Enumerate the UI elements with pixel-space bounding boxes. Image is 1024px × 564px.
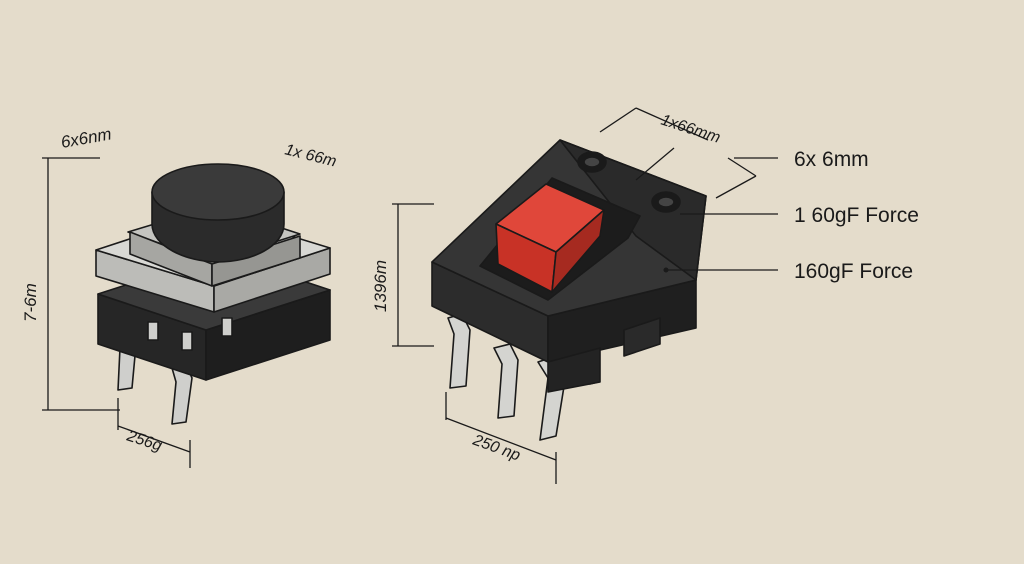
callout-force-1: 1 60gF Force xyxy=(794,204,919,227)
left-label-top-left: 6x6nm xyxy=(59,124,113,152)
right-dimension-lines xyxy=(392,107,757,484)
right-label-pitch: 250 np xyxy=(470,431,523,464)
callout-dot xyxy=(663,267,669,273)
callout-leaders xyxy=(635,147,778,271)
left-label-height: 7-6m xyxy=(21,283,40,322)
tactile-switch xyxy=(95,163,331,425)
callout-size: 6x 6mm xyxy=(794,148,869,171)
rocker-switch xyxy=(431,139,707,441)
left-switch-cap xyxy=(151,163,285,263)
right-switch-mount-holes xyxy=(577,151,681,213)
right-label-top: 1x66mm xyxy=(659,112,723,147)
rocker-actuator xyxy=(495,183,605,293)
left-dimension-lines xyxy=(42,157,191,468)
left-label-top-right: 1x 66m xyxy=(283,141,338,170)
left-label-pitch: 256g xyxy=(124,427,164,455)
right-label-height: 1396m xyxy=(371,260,390,312)
callout-force-2: 160gF Force xyxy=(794,260,913,283)
